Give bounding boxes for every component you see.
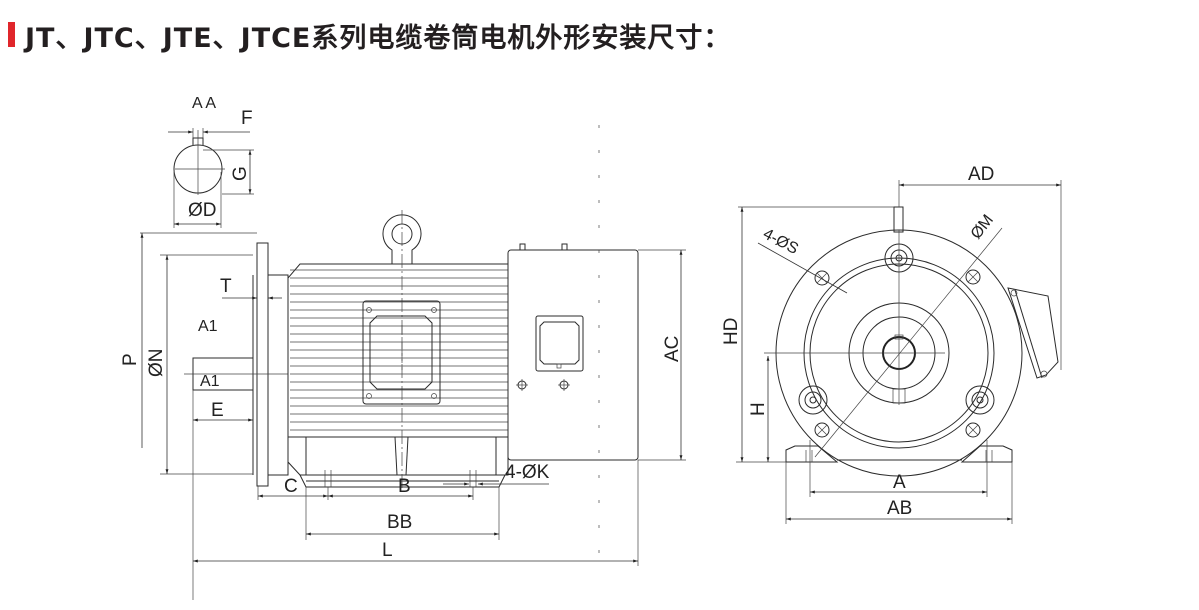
dim-K-label: 4-ØK — [505, 462, 550, 483]
section-label: A A — [192, 95, 216, 112]
dim-A-label: A — [893, 472, 906, 493]
dim-S-label: 4-ØS — [760, 226, 801, 259]
dim-D-label: ØD — [188, 200, 217, 221]
terminal-box-side — [1007, 287, 1059, 379]
dim-H-label: H — [748, 402, 769, 416]
dim-G-label: G — [230, 166, 251, 181]
mounting-holes — [814, 269, 981, 438]
dim-AB-label: AB — [887, 498, 912, 519]
cooling-fins — [290, 269, 508, 431]
section-A1-top-label: A1 — [198, 318, 218, 335]
dim-HD-label: HD — [721, 318, 742, 345]
dim-N-label: ØN — [146, 349, 167, 378]
dim-M-label: ØM — [968, 212, 997, 243]
dim-L-label: L — [382, 540, 393, 561]
terminal-end-housing — [507, 249, 639, 461]
section-A1-bottom-label: A1 — [200, 373, 220, 390]
motor-front-view: AD HD H 4-ØS ØM A AB — [721, 164, 1062, 524]
dim-B-label: B — [398, 476, 411, 497]
junction-box — [362, 300, 441, 405]
dim-AC-label: AC — [662, 336, 683, 362]
mounting-hole-icon — [965, 269, 981, 285]
dim-E-label: E — [211, 400, 224, 421]
mounting-hole-icon — [814, 422, 830, 438]
dim-P-label: P — [120, 353, 141, 366]
dim-AD-label: AD — [968, 164, 994, 185]
title-accent-bar — [8, 22, 15, 47]
shaft-section-view: A A F G ØD — [168, 95, 254, 228]
dim-T-label: T — [220, 276, 232, 297]
mounting-hole-icon — [814, 270, 830, 286]
terminal-box — [535, 315, 584, 372]
dim-F-label: F — [241, 108, 253, 129]
dim-BB-label: BB — [387, 512, 412, 533]
motor-side-view: P ØN T A1 A1 E C B 4-ØK BB L AC — [120, 125, 686, 600]
dim-C-label: C — [284, 476, 298, 497]
mounting-hole-icon — [965, 422, 981, 438]
page-title: JT、JTC、JTE、JTCE系列电缆卷筒电机外形安装尺寸： — [25, 23, 732, 54]
